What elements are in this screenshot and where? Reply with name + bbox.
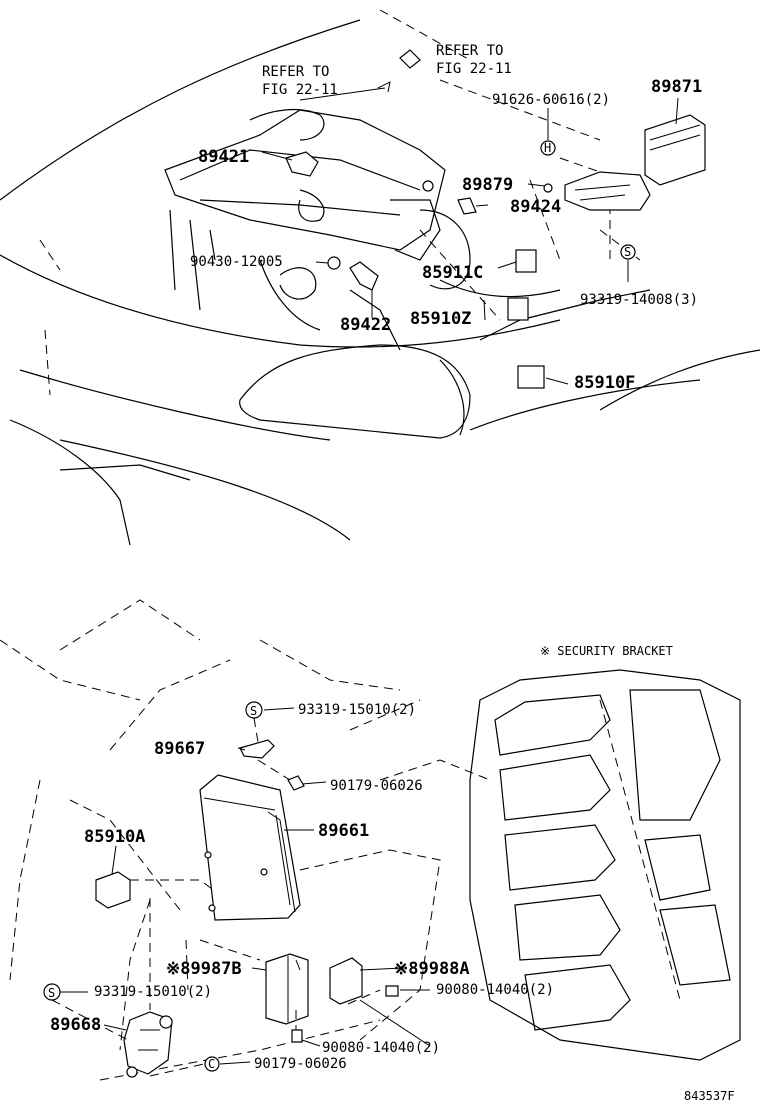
ecu-89871 bbox=[644, 114, 706, 186]
sensor-89424 bbox=[457, 197, 477, 215]
screw-s-93319 bbox=[620, 244, 636, 260]
label-89421: 89421 bbox=[198, 147, 249, 167]
label-93319-14008: 93319-14008(3) bbox=[580, 292, 698, 308]
nut-h-91626 bbox=[540, 140, 556, 156]
label-90179-06026-top: 90179-06026 bbox=[330, 778, 423, 794]
ecu-89661 bbox=[199, 774, 301, 921]
sensor-refer-right bbox=[399, 49, 421, 69]
label-89879: 89879 bbox=[462, 175, 513, 195]
label-85910a: 85910A bbox=[84, 827, 145, 847]
bottom-leaders bbox=[51, 707, 431, 1077]
label-90430-12005: 90430-12005 bbox=[190, 254, 283, 270]
clip-90179-top bbox=[287, 775, 305, 791]
refer-right-line2: FIG 22-11 bbox=[436, 61, 512, 77]
label-90179-06026-bottom: 90179-06026 bbox=[254, 1056, 347, 1072]
label-85910f: 85910F bbox=[574, 373, 635, 393]
label-89424: 89424 bbox=[510, 197, 561, 217]
refer-left-line1: REFER TO bbox=[262, 64, 329, 80]
label-93319-15010-top: 93319-15010(2) bbox=[298, 702, 416, 718]
label-85911c: 85911C bbox=[422, 263, 483, 283]
bolt-90080-b bbox=[291, 1029, 303, 1043]
label-90080-14040-b: 90080-14040(2) bbox=[322, 1040, 440, 1056]
bracket-89668 bbox=[123, 1011, 173, 1075]
label-91626-60616: 91626-60616(2) bbox=[492, 92, 610, 108]
label-89661: 89661 bbox=[318, 821, 369, 841]
s-mark-top: S bbox=[250, 704, 257, 718]
label-89667: 89667 bbox=[154, 739, 205, 759]
unit-89987b bbox=[265, 953, 309, 1025]
label-89668: 89668 bbox=[50, 1015, 101, 1035]
clip-c-bottom bbox=[204, 1056, 220, 1072]
h-mark: H bbox=[544, 141, 551, 155]
bracket-89879 bbox=[564, 171, 651, 211]
bracket-89667 bbox=[239, 739, 275, 759]
clip-90430 bbox=[327, 256, 341, 270]
label-89988a: ※89988A bbox=[394, 959, 470, 979]
s-mark-bottom: S bbox=[48, 986, 55, 1000]
security-bracket-note: ※ SECURITY BRACKET bbox=[540, 644, 673, 658]
relay-85911c bbox=[515, 249, 537, 273]
label-85910z: 85910Z bbox=[410, 309, 471, 329]
relay-85910f bbox=[517, 365, 545, 389]
s-mark: S bbox=[624, 245, 631, 259]
c-mark-bottom: C bbox=[208, 1057, 215, 1071]
unit-89988a bbox=[329, 957, 363, 1005]
relay-85910z bbox=[507, 297, 529, 321]
bolt-90080-a bbox=[385, 985, 399, 997]
refer-left-line2: FIG 22-11 bbox=[262, 82, 338, 98]
label-89871: 89871 bbox=[651, 77, 702, 97]
label-89987b: ※89987B bbox=[166, 959, 242, 979]
interior-illustration: S S C bbox=[0, 599, 741, 1081]
figure-code: 843537F bbox=[684, 1089, 735, 1103]
label-89422: 89422 bbox=[340, 315, 391, 335]
refer-right-line1: REFER TO bbox=[436, 43, 503, 59]
label-90080-14040-a: 90080-14040(2) bbox=[436, 982, 554, 998]
sensor-89421 bbox=[285, 151, 319, 177]
sensor-89422 bbox=[349, 261, 379, 291]
relay-85910a bbox=[95, 871, 131, 909]
top-leaders bbox=[261, 79, 679, 385]
engine-bay-illustration: H S bbox=[0, 9, 760, 546]
label-93319-15010-bottom: 93319-15010(2) bbox=[94, 984, 212, 1000]
